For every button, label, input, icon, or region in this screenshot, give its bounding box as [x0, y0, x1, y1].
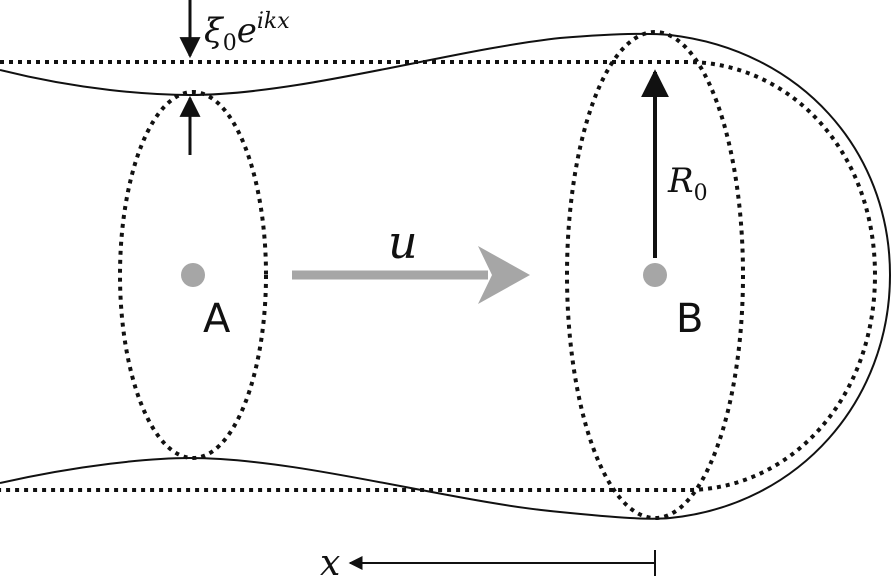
label-point-b: B [676, 296, 703, 342]
label-radius-sub: 0 [694, 181, 708, 206]
label-perturbation-e: e [237, 11, 257, 51]
perturbed-boundary-bottom [0, 274, 891, 520]
cross-section-a [118, 90, 268, 460]
label-perturbation: ξ0eikx [204, 9, 290, 56]
label-radius-base: R [667, 161, 694, 201]
label-velocity: u [388, 215, 418, 269]
label-perturbation-exp: ikx [257, 9, 290, 34]
label-axis-x: x [320, 543, 340, 577]
point-b-marker [643, 263, 667, 287]
label-perturbation-base: ξ [204, 11, 225, 51]
label-radius: R0 [667, 161, 708, 206]
cross-section-b [565, 30, 745, 520]
label-point-a: A [203, 296, 231, 342]
point-a-marker [181, 263, 205, 287]
label-perturbation-sub: 0 [223, 31, 237, 56]
perturbed-boundary-top [0, 32, 891, 276]
unperturbed-boundary-top [0, 60, 878, 492]
velocity-arrow-head [478, 246, 530, 304]
